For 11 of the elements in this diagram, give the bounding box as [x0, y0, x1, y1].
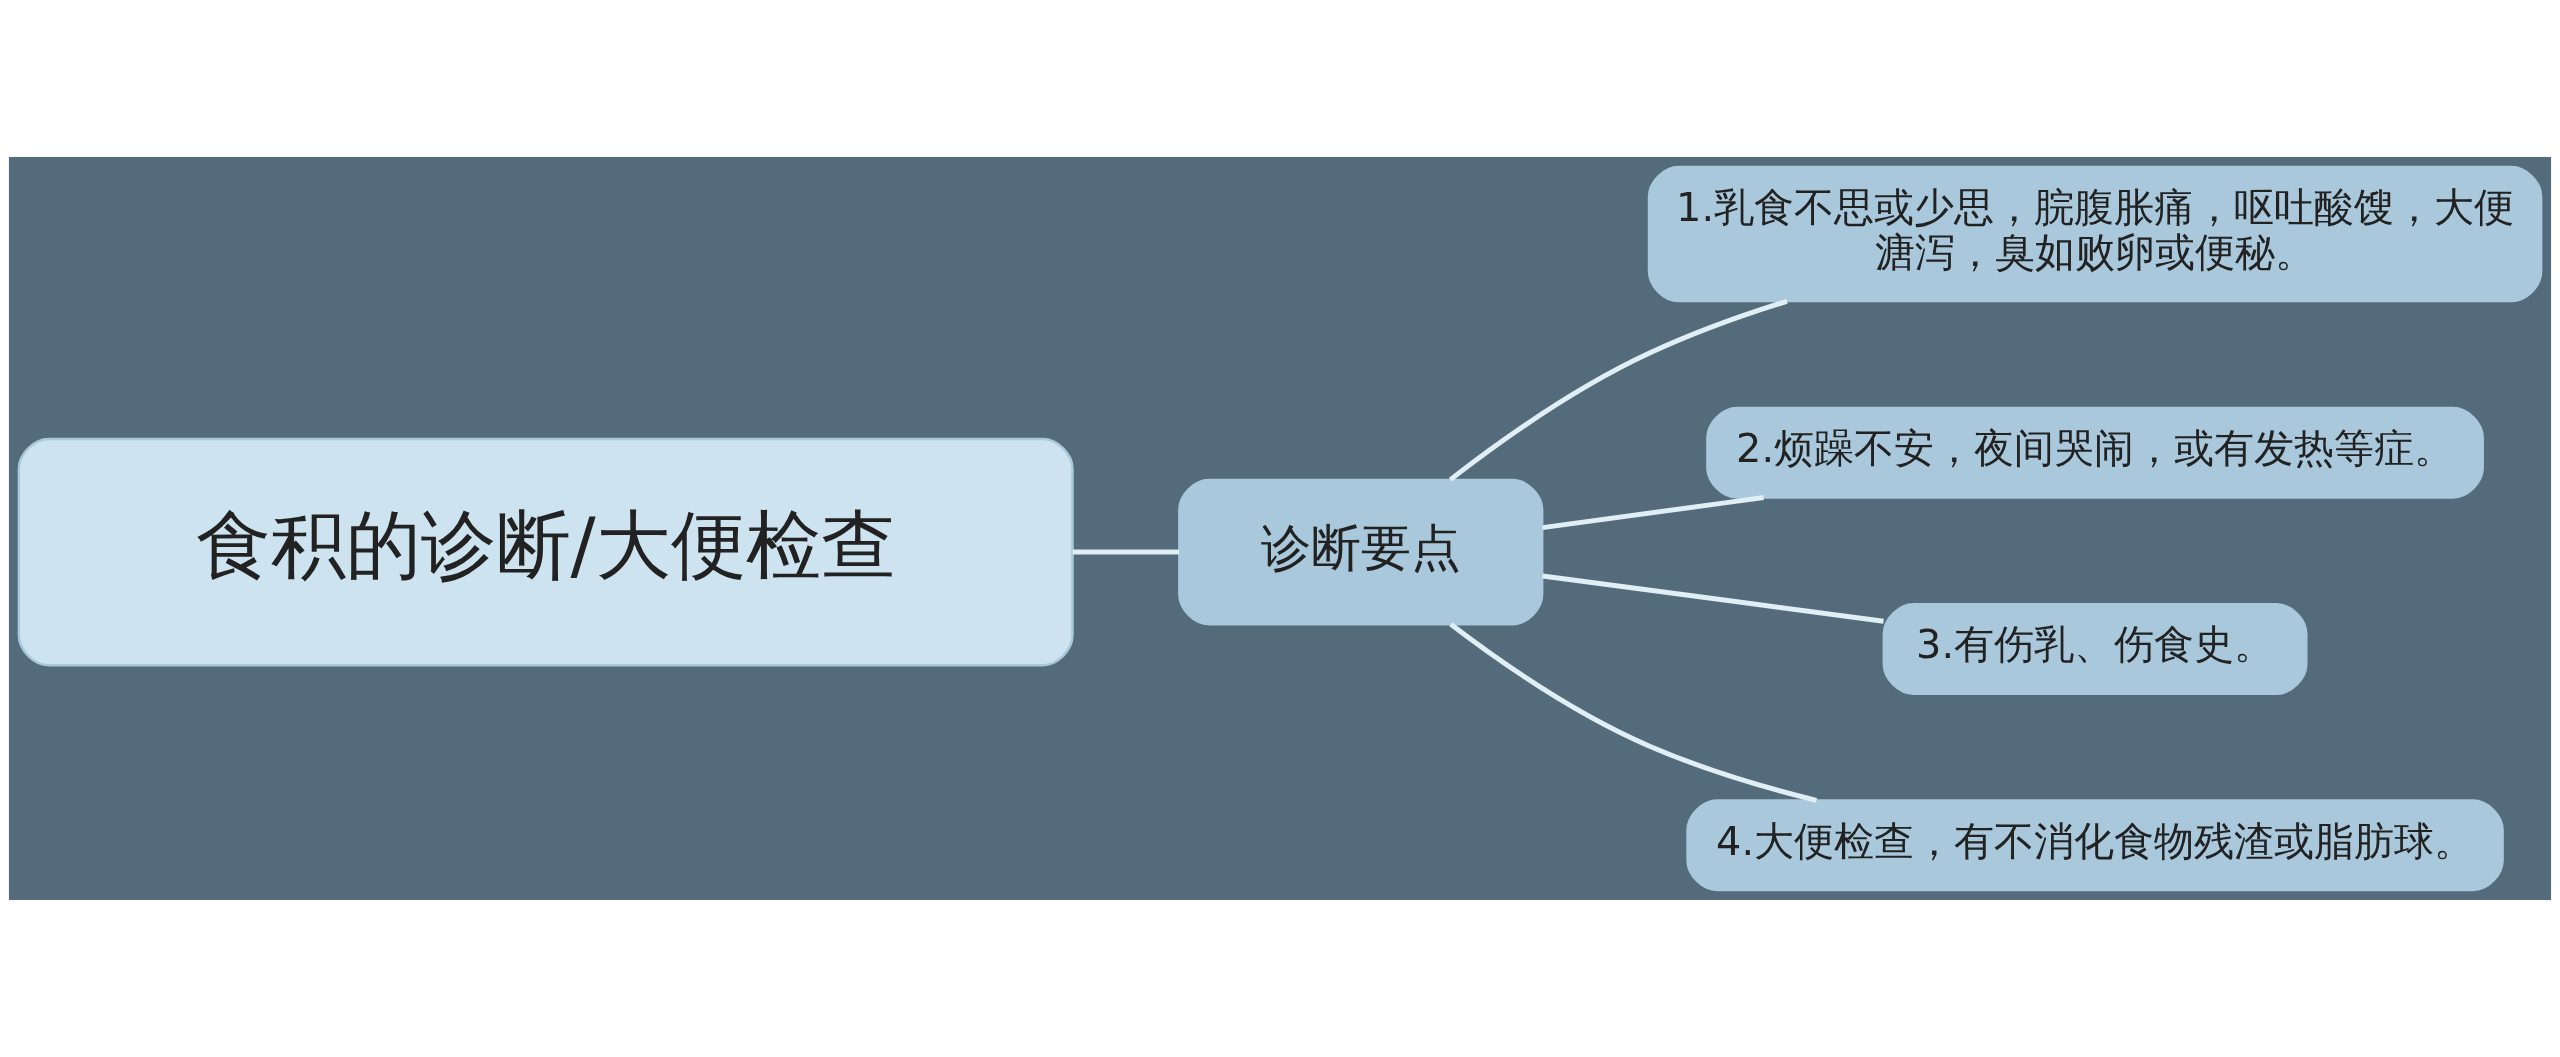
node-box: 3.有伤乳、伤食史。 — [1882, 603, 2308, 695]
connector — [1072, 549, 1179, 555]
connector — [1542, 495, 1765, 531]
node-box: 4.大便检查，有不消化食物残渣或脂肪球。 — [1686, 799, 2504, 892]
connector — [1448, 298, 1788, 482]
node-box: 2.烦躁不安，夜间哭闹，或有发热等症。 — [1706, 406, 2484, 499]
connector — [1542, 573, 1884, 624]
node-box: 食积的诊断/大便检查 — [17, 437, 1074, 667]
node-box: 诊断要点 — [1178, 478, 1544, 626]
node-box: 1.乳食不思或少思，脘腹胀痛，呕吐酸馊，大便溏泻，臭如败卵或便秘。 — [1647, 165, 2543, 303]
connector — [1449, 622, 1818, 803]
